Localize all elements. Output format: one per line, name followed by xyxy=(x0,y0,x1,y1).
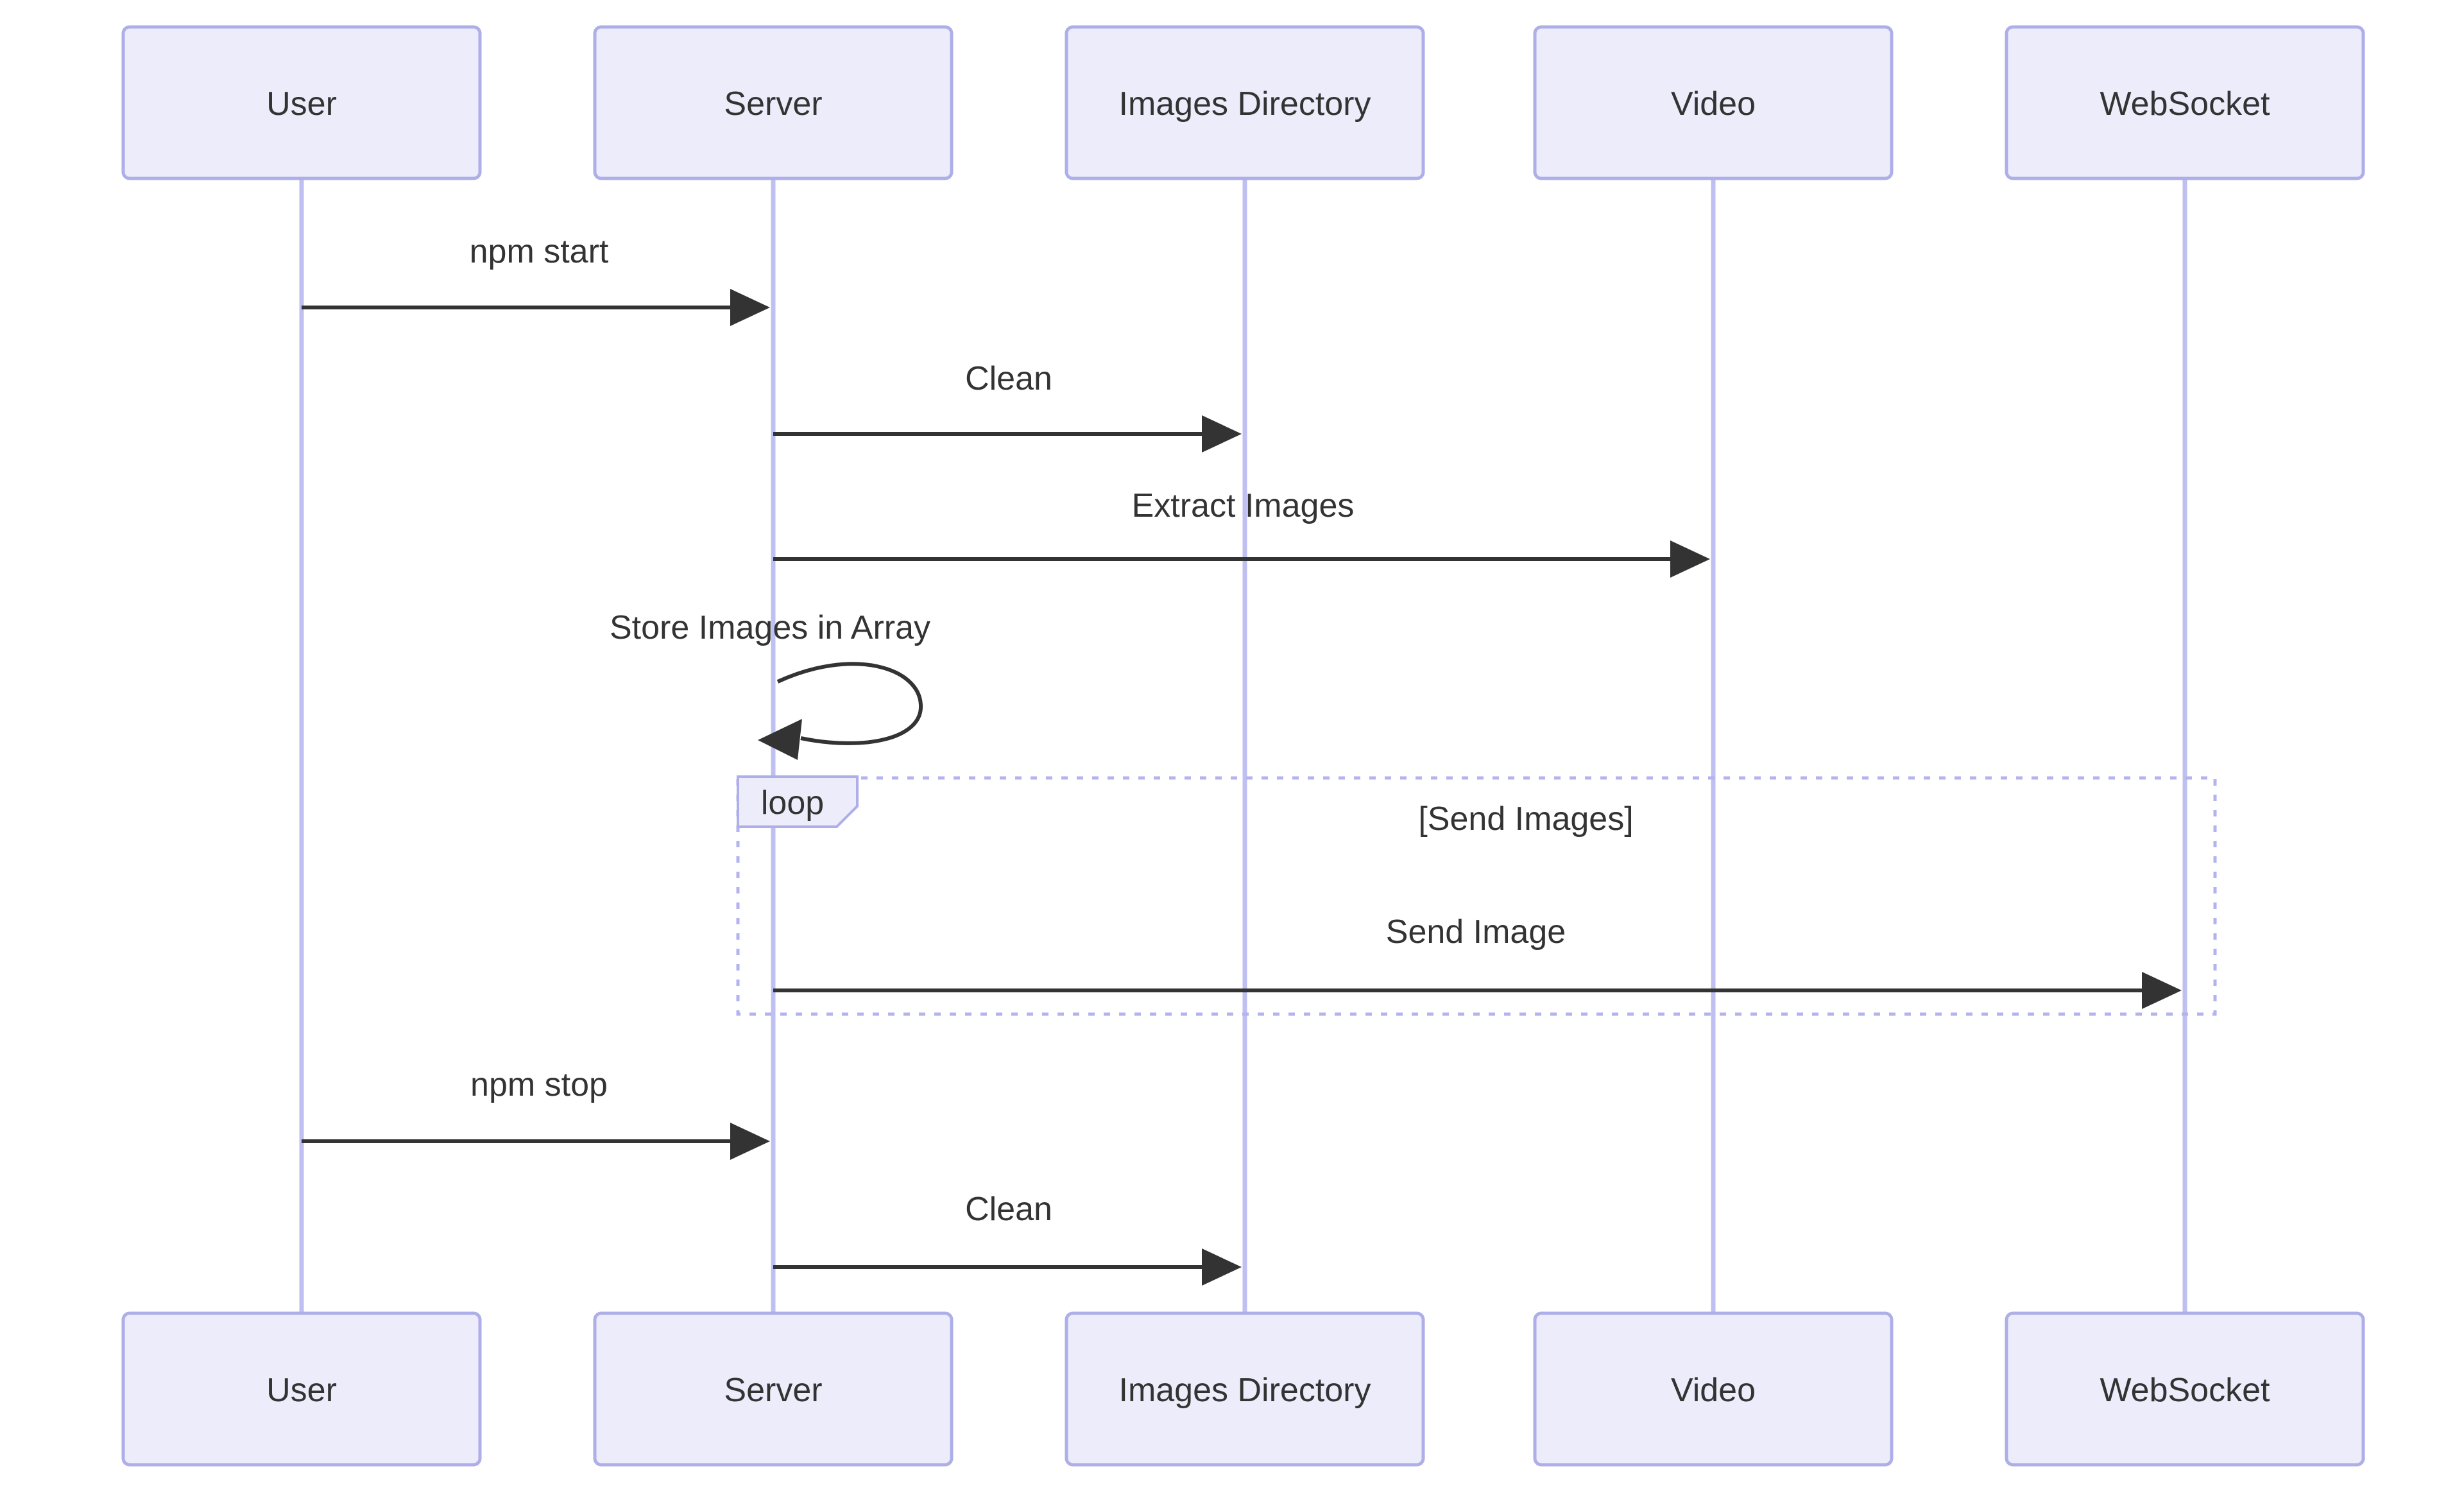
arrowhead-npm-stop xyxy=(730,1123,770,1160)
message-label-clean-1: Clean xyxy=(965,360,1052,397)
participant-box-websocket-top xyxy=(2005,25,2365,180)
arrowhead-extract-images xyxy=(1670,540,1710,578)
loop-frame-border xyxy=(736,776,2217,1016)
participant-box-user-bottom xyxy=(121,1311,482,1467)
message-label-store-images: Store Images in Array xyxy=(610,609,930,646)
participant-label-video-top: Video xyxy=(1671,85,1756,123)
participant-label-server-bottom: Server xyxy=(724,1372,822,1409)
message-npm-stop: npm stop xyxy=(302,1066,770,1160)
participant-label-websocket-top: WebSocket xyxy=(2100,85,2271,123)
participant-box-user-top xyxy=(121,25,482,180)
message-extract-images: Extract Images xyxy=(773,487,1710,578)
arrowhead-clean-2 xyxy=(1202,1248,1242,1286)
participant-box-images-directory-top xyxy=(1065,25,1425,180)
message-label-clean-2: Clean xyxy=(965,1191,1052,1228)
arrowhead-store-images xyxy=(758,719,802,760)
participant-box-server-bottom xyxy=(593,1311,954,1467)
message-clean-1: Clean xyxy=(773,360,1242,453)
participant-box-websocket-bottom xyxy=(2005,1311,2365,1467)
message-label-npm-start: npm start xyxy=(470,233,609,270)
loop-condition-label: [Send Images] xyxy=(1418,800,1633,838)
message-label-npm-stop: npm stop xyxy=(470,1066,608,1103)
message-label-send-image: Send Image xyxy=(1386,913,1566,951)
arrowhead-send-image xyxy=(2142,972,2182,1009)
participant-label-user-top: User xyxy=(266,85,337,123)
message-npm-start: npm start xyxy=(302,233,770,326)
participants-bottom: User Server Images Directory Video WebSo… xyxy=(121,1311,2365,1467)
arrowhead-npm-start xyxy=(730,289,770,326)
participant-label-websocket-bottom: WebSocket xyxy=(2100,1372,2271,1409)
loop-fragment: loop [Send Images] xyxy=(736,775,2217,1016)
participant-label-server-top: Server xyxy=(724,85,822,123)
participant-label-video-bottom: Video xyxy=(1671,1372,1756,1409)
loop-label-box xyxy=(737,775,859,828)
self-loop-curve xyxy=(776,662,923,745)
participant-label-user-bottom: User xyxy=(266,1372,337,1409)
message-send-image: Send Image xyxy=(773,913,2182,1009)
participant-label-images-directory-bottom: Images Directory xyxy=(1119,1372,1371,1409)
participant-label-images-directory-top: Images Directory xyxy=(1119,85,1371,123)
participant-box-video-top xyxy=(1533,25,1894,180)
arrowhead-clean-1 xyxy=(1202,415,1242,453)
participants-top: User Server Images Directory Video WebSo… xyxy=(121,25,2365,180)
participant-box-server-top xyxy=(593,25,954,180)
message-clean-2: Clean xyxy=(773,1191,1242,1286)
loop-label: loop xyxy=(761,784,824,822)
lifelines xyxy=(299,178,2187,1313)
message-label-extract-images: Extract Images xyxy=(1132,487,1355,524)
participant-box-images-directory-bottom xyxy=(1065,1311,1425,1467)
participant-box-video-bottom xyxy=(1533,1311,1894,1467)
message-store-images-self-loop: Store Images in Array xyxy=(610,609,930,760)
